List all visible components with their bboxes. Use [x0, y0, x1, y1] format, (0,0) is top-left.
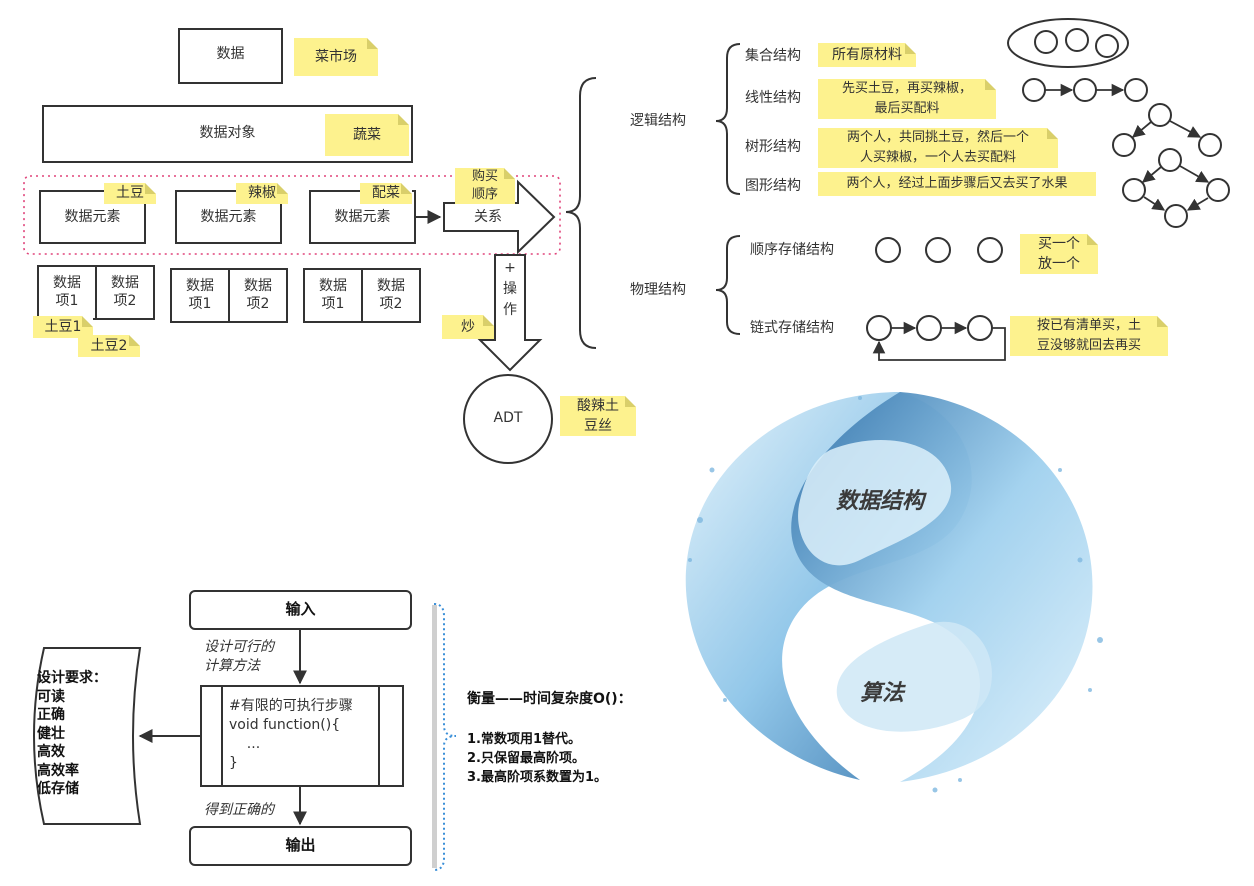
- data-label: 数据: [216, 46, 245, 62]
- physical-structure-label: 物理结构: [630, 282, 686, 298]
- relation-big-arrow: [443, 179, 556, 255]
- linked-node: [916, 315, 942, 341]
- set-node: [1095, 34, 1119, 58]
- design-method-label: 设计可行的 计算方法: [204, 639, 274, 674]
- code-text: #有限的可执行步骤 void function(){ ... }: [229, 698, 353, 771]
- linear-structure-label: 线性结构: [745, 90, 801, 106]
- yin-yang-top-label: 数据结构: [836, 489, 925, 514]
- gray-side-bar: [432, 605, 437, 868]
- item-1b: 数据 项2: [111, 275, 139, 309]
- linked-storage-label: 链式存储结构: [750, 320, 834, 336]
- data-object-note: 蔬菜: [325, 114, 409, 156]
- tree-edge: [1169, 120, 1202, 138]
- big-brace: [565, 77, 597, 349]
- relation-label: 关系: [474, 209, 502, 225]
- sequential-node: [977, 237, 1003, 263]
- element-label-2: 数据元素: [200, 209, 257, 225]
- yin-yang-water-graphic: [685, 392, 1103, 793]
- linked-node: [866, 315, 892, 341]
- adt-circle: [463, 374, 553, 464]
- relation-note: 购买 顺序: [455, 168, 515, 204]
- tree-node: [1148, 103, 1172, 127]
- tree-structure-label: 树形结构: [745, 139, 801, 155]
- logical-brace: [715, 43, 741, 195]
- graph-edge: [1186, 197, 1209, 211]
- linear-structure-note: 先买土豆，再买辣椒， 最后买配料: [818, 79, 996, 119]
- element-note-3: 配菜: [360, 183, 412, 204]
- result-label: 得到正确的: [204, 802, 274, 818]
- tree-node: [1198, 133, 1222, 157]
- sequential-node: [875, 237, 901, 263]
- tree-edge: [1132, 121, 1152, 138]
- sequential-node: [925, 237, 951, 263]
- operation-note: 炒: [442, 315, 494, 339]
- design-requirements: 设计要求： 可读 正确 健壮 高效 高效率 低存储: [37, 670, 107, 797]
- linked-loop: [872, 327, 1006, 361]
- linked-node: [967, 315, 993, 341]
- tree-structure-note: 两个人，共同挑土豆，然后一个 人买辣椒，一个人去买配料: [818, 128, 1058, 168]
- item-1a: 数据 项1: [53, 275, 81, 309]
- data-note: 菜市场: [294, 38, 378, 76]
- output-box: [189, 826, 412, 866]
- set-node: [1065, 28, 1089, 52]
- linear-node: [1073, 78, 1097, 102]
- requirements-shape: [33, 647, 142, 825]
- data-box: [178, 28, 283, 84]
- linear-node: [1124, 78, 1148, 102]
- sequential-storage-label: 顺序存储结构: [750, 242, 834, 258]
- dotted-bracket: [433, 603, 457, 871]
- set-structure-label: 集合结构: [745, 48, 801, 64]
- graph-node: [1206, 178, 1230, 202]
- graph-node: [1164, 204, 1188, 228]
- graph-node: [1122, 178, 1146, 202]
- set-structure-note: 所有原材料: [818, 43, 916, 67]
- output-label: 输出: [285, 836, 316, 854]
- element-note-1: 土豆: [104, 183, 156, 204]
- linked-storage-note: 按已有清单买，土 豆没够就回去再买: [1010, 316, 1168, 356]
- set-ellipse: [1007, 18, 1129, 68]
- linear-node: [1022, 78, 1046, 102]
- code-box: [200, 685, 404, 787]
- graph-edge: [1179, 165, 1210, 183]
- adt-note: 酸辣土 豆丝: [560, 396, 636, 436]
- operation-big-arrow: [477, 254, 543, 372]
- item-3a: 数据 项1: [319, 278, 347, 312]
- item-3b: 数据 项2: [377, 278, 405, 312]
- element-label-3: 数据元素: [334, 209, 391, 225]
- complexity-title: 衡量——时间复杂度O()：: [467, 691, 632, 707]
- item-2b: 数据 项2: [244, 278, 272, 312]
- element-group-dashed-box: [23, 175, 561, 255]
- logical-structure-label: 逻辑结构: [630, 113, 686, 129]
- element-label-1: 数据元素: [64, 209, 121, 225]
- data-object-label: 数据对象: [199, 125, 256, 141]
- input-label: 输入: [285, 600, 316, 618]
- complexity-rules: 1.常数项用1替代。 2.只保留最高阶项。 3.最高阶项系数置为1。: [467, 732, 608, 785]
- adt-label: ADT: [493, 410, 523, 426]
- graph-structure-label: 图形结构: [745, 178, 801, 194]
- tree-node: [1112, 133, 1136, 157]
- operation-label: + 操 作: [503, 260, 517, 318]
- set-node: [1034, 30, 1058, 54]
- item-2a: 数据 项1: [186, 278, 214, 312]
- graph-node: [1158, 148, 1182, 172]
- item-note-1: 土豆1: [33, 316, 93, 338]
- yin-yang-bottom-label: 算法: [860, 681, 905, 706]
- sequential-storage-note: 买一个 放一个: [1020, 234, 1098, 274]
- graph-edge: [1142, 166, 1162, 183]
- element-note-2: 辣椒: [236, 183, 288, 204]
- physical-brace: [715, 235, 741, 335]
- graph-structure-note: 两个人，经过上面步骤后又去买了水果: [818, 172, 1096, 196]
- graph-edge: [1143, 196, 1166, 211]
- item-note-2: 土豆2: [78, 335, 140, 357]
